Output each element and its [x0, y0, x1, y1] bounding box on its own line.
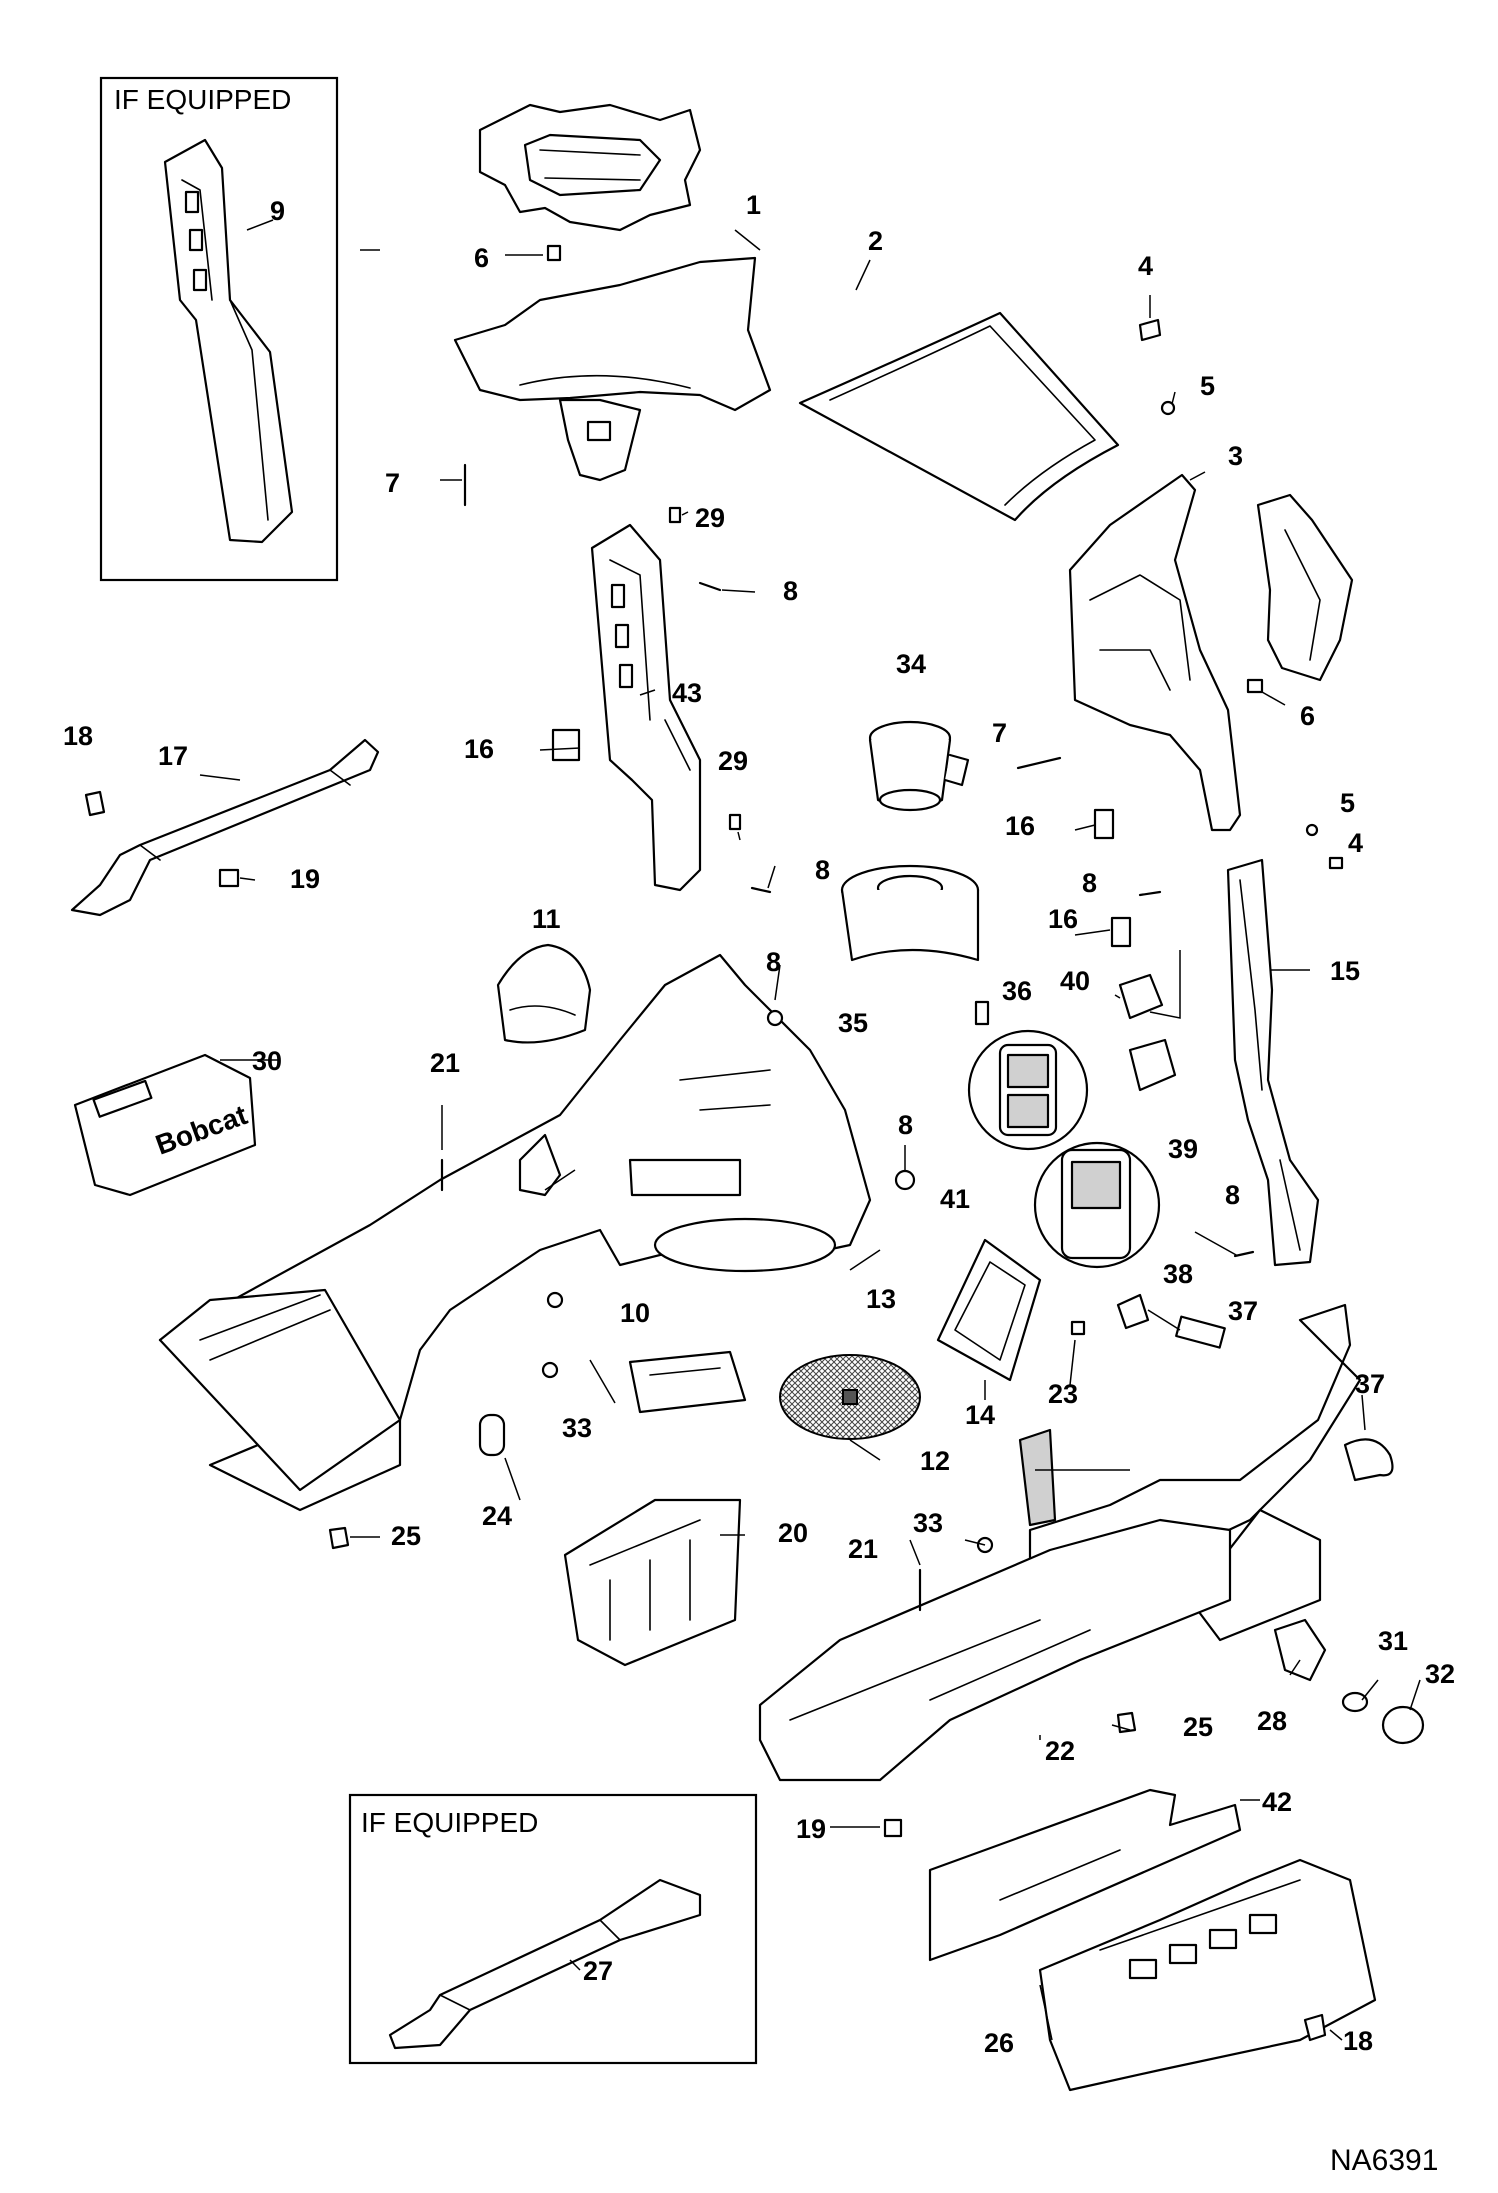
callout-16-a: 16	[1005, 811, 1035, 841]
callout-36: 36	[1002, 976, 1032, 1006]
callout-33-bottom: 33	[913, 1508, 943, 1538]
callout-13: 13	[866, 1284, 896, 1314]
part-43-column-trim	[590, 523, 702, 892]
callout-18-top: 18	[63, 721, 93, 751]
part-30-bobcat-panel: Bobcat	[73, 1053, 257, 1197]
figure-id: NA6391	[1330, 2144, 1438, 2177]
part-9-column-panel	[163, 138, 294, 544]
part-27-bracket	[388, 1878, 702, 2050]
callout-43: 43	[672, 678, 702, 708]
callout-8-b: 8	[815, 855, 830, 885]
callout-32: 32	[1425, 1659, 1455, 1689]
callout-37-b: 37	[1355, 1369, 1385, 1399]
part-1-top-shroud	[453, 256, 772, 482]
callout-35: 35	[838, 1008, 868, 1038]
callout-21-top: 21	[430, 1048, 460, 1078]
callout-33-left: 33	[562, 1413, 592, 1443]
callout-19-bottom: 19	[796, 1814, 826, 1844]
part-42-mount-plate	[928, 1788, 1242, 1962]
part-2-headliner	[798, 311, 1120, 522]
callout-16-b: 16	[1048, 904, 1078, 934]
callout-5-right: 5	[1340, 788, 1355, 818]
callout-23: 23	[1048, 1379, 1078, 1409]
callout-14: 14	[965, 1400, 995, 1430]
callout-8-c: 8	[766, 947, 781, 977]
callout-2: 2	[868, 226, 883, 256]
callout-38: 38	[1163, 1259, 1193, 1289]
part-15-right-column	[1226, 858, 1320, 1267]
callout-41: 41	[940, 1184, 970, 1214]
part-11-cover	[496, 943, 592, 1044]
callout-15: 15	[1330, 956, 1360, 986]
callout-5: 5	[1200, 371, 1215, 401]
callout-25-right: 25	[1183, 1712, 1213, 1742]
callout-6: 6	[474, 243, 489, 273]
callout-30: 30	[252, 1046, 282, 1076]
part-39-single-switch	[1033, 1141, 1161, 1269]
callout-7-right: 7	[992, 718, 1007, 748]
part-12-speaker-grille	[779, 1354, 921, 1440]
callout-37-a: 37	[1228, 1296, 1258, 1326]
callout-27: 27	[583, 1956, 613, 1986]
callout-10: 10	[620, 1298, 650, 1328]
callout-4: 4	[1138, 251, 1153, 281]
callout-40: 40	[1060, 966, 1090, 996]
pillar-mount-detail	[1256, 493, 1354, 682]
part-12-speaker-side	[1018, 1428, 1057, 1527]
callout-26: 26	[984, 2028, 1014, 2058]
callout-1: 1	[746, 190, 761, 220]
callout-29-mid: 29	[718, 746, 748, 776]
part-22-floor-tray	[758, 1518, 1232, 1782]
if-equipped-box-bottom: IF EQUIPPED	[348, 1793, 758, 2065]
callout-12: 12	[920, 1446, 950, 1476]
part-26-side-panel	[1038, 1858, 1377, 2092]
callout-39: 39	[1168, 1134, 1198, 1164]
callout-22: 22	[1045, 1736, 1075, 1766]
callout-19-top: 19	[290, 864, 320, 894]
callout-24: 24	[482, 1501, 512, 1531]
if-equipped-label-bottom: IF EQUIPPED	[361, 1807, 538, 1838]
part-41-dual-switch	[967, 1029, 1089, 1151]
part-17-bracket	[70, 738, 380, 917]
callout-42: 42	[1262, 1787, 1292, 1817]
part-20-storage-bin	[563, 1498, 742, 1667]
callout-17: 17	[158, 741, 188, 771]
callout-31: 31	[1378, 1626, 1408, 1656]
callout-8-e: 8	[1082, 868, 1097, 898]
leader-lines	[199, 219, 1421, 2041]
part-35-cup-holder-base	[840, 864, 980, 962]
callout-34: 34	[896, 649, 926, 679]
callout-29-top: 29	[695, 503, 725, 533]
right-lower-console	[1028, 1303, 1394, 1642]
main-dash-console	[158, 953, 872, 1512]
part-34-cup-holder	[868, 720, 970, 812]
callout-20: 20	[778, 1518, 808, 1548]
callout-7: 7	[385, 468, 400, 498]
callout-21-bottom: 21	[848, 1534, 878, 1564]
callout-25-left: 25	[391, 1521, 421, 1551]
callout-8-f: 8	[1225, 1180, 1240, 1210]
callout-16-left: 16	[464, 734, 494, 764]
roof-mount-detail	[478, 103, 702, 232]
callout-28: 28	[1257, 1706, 1287, 1736]
hardware-items	[84, 244, 1425, 2042]
callout-8-a: 8	[783, 576, 798, 606]
part-10-bezel	[628, 1350, 747, 1414]
callout-18-bottom: 18	[1343, 2026, 1373, 2056]
callout-9: 9	[270, 196, 285, 226]
part-3-right-pillar-top	[1068, 473, 1242, 832]
callout-11: 11	[532, 904, 561, 934]
callout-8-d: 8	[898, 1110, 913, 1140]
if-equipped-label-top: IF EQUIPPED	[114, 84, 291, 115]
callout-6-right: 6	[1300, 701, 1315, 731]
callout-numbers: 1 2 3 4 4 5 5 6 6 7 7 8 8 8 8 8 8 9 10 1…	[63, 190, 1455, 2058]
part-14-vent-housing	[936, 1238, 1042, 1382]
callout-3: 3	[1228, 441, 1243, 471]
callout-4-right: 4	[1348, 828, 1363, 858]
